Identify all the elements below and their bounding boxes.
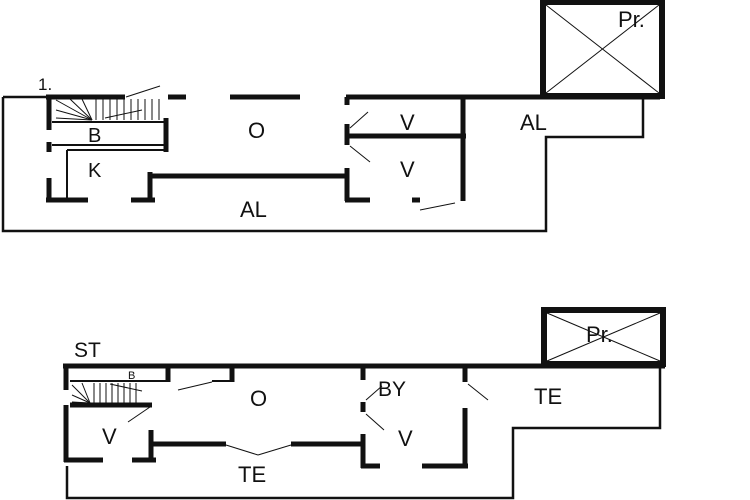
room-label-bathroom: B [128, 370, 135, 382]
storage-cross [546, 312, 661, 362]
lower-labels: ST Pr. B O V BY V TE TE [74, 322, 613, 487]
room-label-bedroom-left: V [102, 424, 117, 449]
room-label-bedroom-1: V [400, 110, 415, 135]
lower-thin-walls [70, 380, 489, 456]
level-label-lower: ST [74, 339, 101, 362]
storage-cross [545, 4, 660, 94]
upper-balcony-outline [1, 97, 645, 233]
lower-walls [63, 363, 665, 469]
room-label-utility: BY [378, 378, 406, 401]
room-label-bedroom-2: V [400, 157, 415, 182]
room-label-living: O [248, 118, 265, 143]
level-label-upper: 1. [38, 75, 52, 94]
lower-terrace-outline [65, 366, 662, 500]
room-label-balcony-right: AL [520, 110, 547, 135]
upper-walls [46, 94, 660, 203]
room-label-bedroom-right: V [398, 426, 413, 451]
room-label-terrace-bottom: TE [238, 462, 266, 487]
room-label-terrace-right: TE [534, 384, 562, 409]
upper-thin-walls [52, 85, 456, 211]
room-label-balcony-bottom: AL [240, 197, 267, 222]
room-label-kitchen: K [88, 160, 102, 182]
upper-floor [1, 0, 665, 233]
upper-stairs [55, 98, 160, 121]
room-label-living: O [250, 386, 267, 411]
room-label-bathroom: B [88, 125, 101, 147]
room-label-storage: Pr. [586, 322, 613, 347]
lower-floor [63, 307, 666, 500]
room-label-storage: Pr. [618, 7, 645, 32]
lower-stairs [71, 382, 143, 404]
upper-labels: 1. Pr. B O K V V AL AL [38, 7, 645, 222]
